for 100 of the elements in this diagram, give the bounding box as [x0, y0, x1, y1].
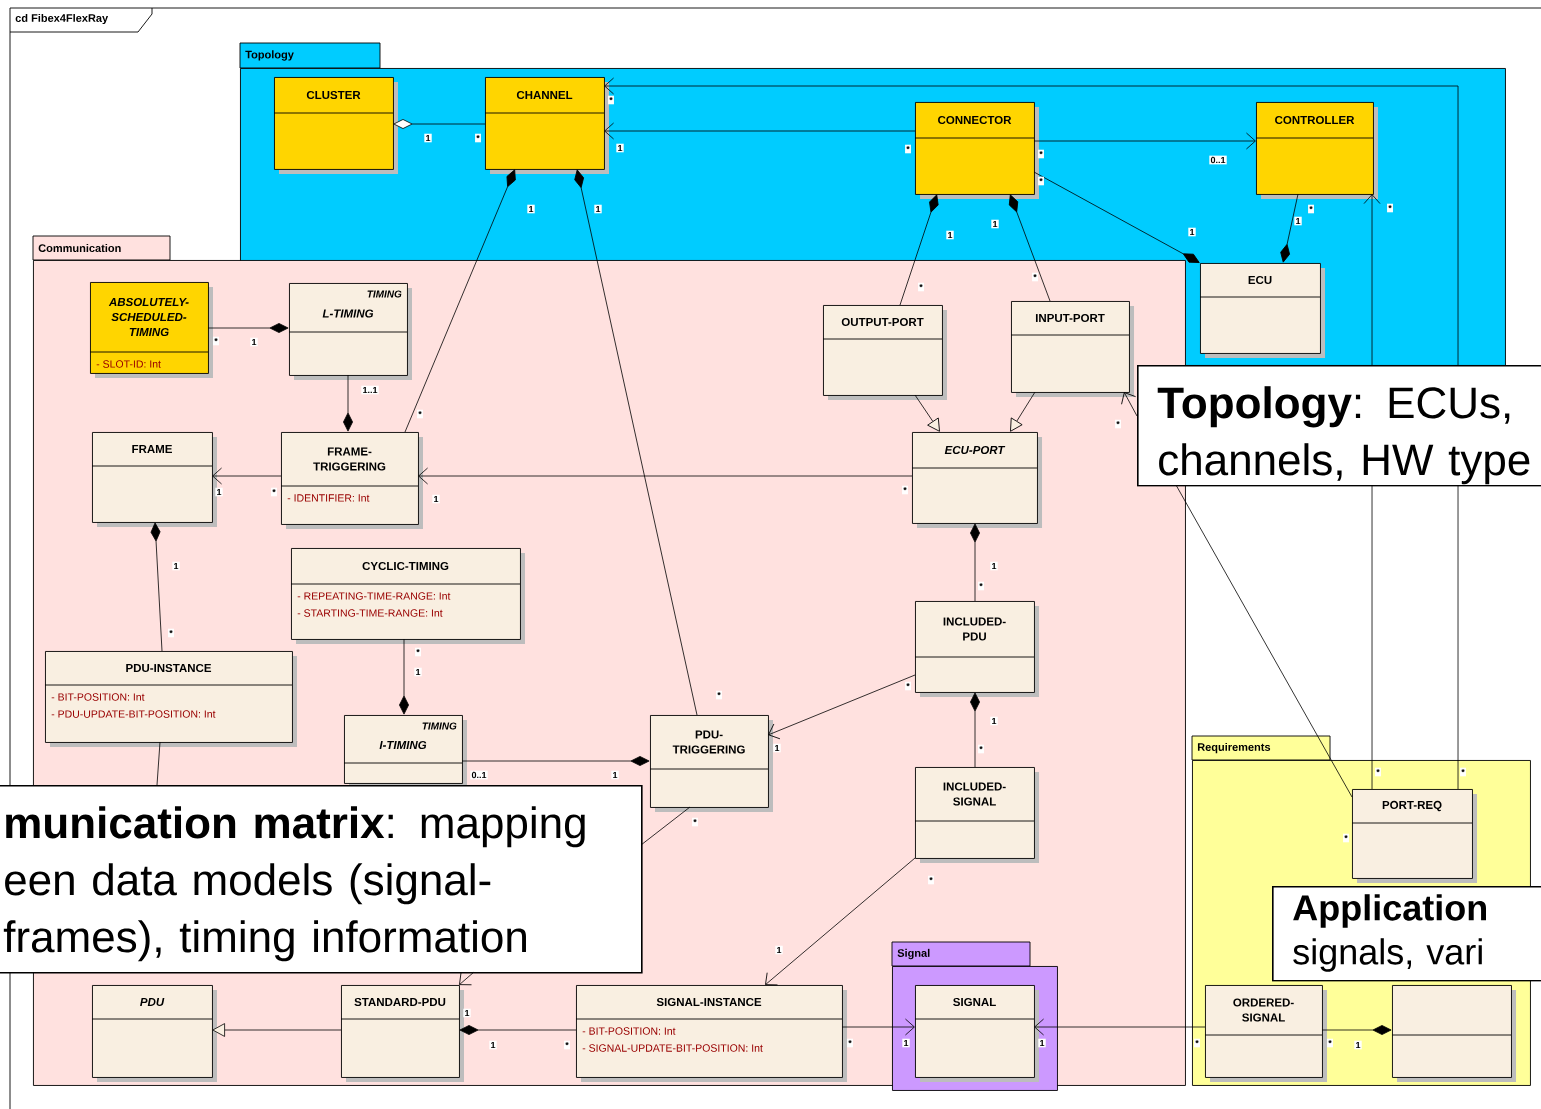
class-box: CONTROLLER — [1255, 102, 1378, 199]
class-box: CHANNEL — [484, 77, 609, 174]
multiplicity-label: * — [1343, 833, 1349, 843]
arrow — [459, 971, 475, 986]
composition-line — [343, 374, 353, 432]
multiplicity-label: * — [716, 690, 722, 700]
class-box: FRAME — [91, 432, 217, 527]
arrow — [841, 1018, 915, 1036]
node-label: Topology — [245, 50, 294, 61]
class-box: SIGNAL-INSTANCE - BIT-POSITION: Int - SIGNAL-UPDATE-BIT-POSITION: Int — [575, 985, 847, 1082]
class-box: PDU- TRIGGERING — [649, 715, 773, 812]
class-box: ORDERED- SIGNAL — [1204, 985, 1327, 1082]
arrow — [1033, 132, 1256, 150]
class-box: OUTPUT-PORT — [822, 305, 947, 400]
arrow — [604, 77, 1459, 366]
multiplicity-label: 1 — [616, 143, 624, 153]
multiplicity-label: * — [1032, 272, 1038, 282]
multiplicity-label: 1 — [902, 1038, 910, 1048]
callout-box: Application signals, vari — [1272, 886, 1541, 982]
arrow — [1034, 1018, 1206, 1036]
multiplicity-label: 1 — [990, 561, 998, 571]
class-box: TIMING I-TIMING — [343, 715, 467, 788]
multiplicity-label: 1 — [775, 945, 783, 955]
composition-line — [970, 692, 980, 768]
class-box: INPUT-PORT — [1010, 301, 1134, 397]
callout-box: munication matrix: mapping een data models (signal- frames), timing information — [0, 785, 643, 974]
multiplicity-label: * — [978, 744, 984, 754]
multiplicity-label: * — [918, 282, 924, 292]
class-box: ECU-PORT — [911, 432, 1042, 528]
multiplicity-label: * — [417, 409, 423, 419]
class-box: INCLUDED- PDU — [914, 601, 1039, 697]
multiplicity-label: * — [978, 581, 984, 591]
node-label: Requirements — [1197, 742, 1271, 754]
arrow — [212, 467, 282, 485]
composition-line — [1321, 1025, 1392, 1035]
multiplicity-label: * — [1308, 204, 1314, 214]
multiplicity-label: 0..1 — [470, 770, 488, 780]
arrow — [768, 674, 916, 740]
composition-line — [399, 638, 409, 715]
multiplicity-label: 1 — [172, 561, 180, 571]
composition-line — [899, 194, 939, 306]
multiplicity-label: 0..1 — [1209, 155, 1227, 165]
class-box: CONNECTOR — [914, 102, 1039, 199]
multiplicity-label: 1 — [946, 230, 954, 240]
multiplicity-label: * — [475, 133, 481, 143]
node-label: Signal — [897, 948, 930, 960]
generalization-arrow — [914, 394, 940, 432]
generalization-arrow — [1010, 391, 1036, 432]
class-box: CLUSTER — [273, 77, 398, 174]
composition-line — [1033, 171, 1200, 263]
class-box: SIGNAL — [914, 985, 1039, 1082]
multiplicity-label: 1 — [527, 204, 535, 214]
generalization-arrow — [212, 1023, 342, 1037]
multiplicity-label: * — [692, 817, 698, 827]
composition-line — [574, 169, 698, 716]
multiplicity-label: * — [1387, 203, 1393, 213]
multiplicity-label: 1 — [414, 667, 422, 677]
composition-line — [459, 1025, 577, 1035]
multiplicity-label: * — [213, 336, 219, 346]
class-box: ECU — [1199, 263, 1325, 358]
multiplicity-label: 1 — [432, 494, 440, 504]
multiplicity-label: * — [1038, 176, 1044, 186]
multiplicity-label: 1 — [250, 337, 258, 347]
multiplicity-label: * — [1327, 1038, 1333, 1048]
composition-line — [150, 522, 163, 652]
multiplicity-label: * — [1115, 419, 1121, 429]
line — [156, 741, 161, 786]
multiplicity-label: * — [1375, 767, 1381, 777]
multiplicity-label: 1 — [594, 204, 602, 214]
arrow — [418, 467, 913, 485]
class-box: INCLUDED- SIGNAL — [914, 767, 1039, 863]
class-box: PDU — [91, 985, 217, 1082]
arrow — [765, 857, 916, 986]
multiplicity-label: * — [928, 875, 934, 885]
multiplicity-label: 1 — [990, 716, 998, 726]
multiplicity-label: 1 — [1294, 216, 1302, 226]
multiplicity-label: * — [168, 628, 174, 638]
composition-line — [404, 169, 516, 433]
composition-line — [1008, 194, 1051, 302]
arrow — [1121, 392, 1138, 417]
multiplicity-label: * — [608, 95, 614, 105]
class-box: ABSOLUTELY- SCHEDULED- TIMING - SLOT-ID: Int — [89, 282, 213, 378]
multiplicity-label: * — [1460, 767, 1466, 777]
node-label: Communication — [38, 243, 121, 253]
class-box: CYCLIC-TIMING - REPEATING-TIME-RANGE: Int - STARTING-TIME-RANGE: Int — [290, 548, 525, 644]
multiplicity-label: * — [1038, 149, 1044, 159]
composition-line — [970, 523, 980, 602]
aggregation-line — [393, 119, 486, 129]
multiplicity-label: * — [271, 487, 277, 497]
class-box: TIMING L-TIMING — [288, 283, 412, 380]
class-box: FRAME- TRIGGERING - IDENTIFIER: Int — [280, 432, 423, 529]
class-box: PORT-REQ — [1351, 789, 1477, 883]
multiplicity-label: * — [902, 485, 908, 495]
callout-box: Topology: ECUs, channels, HW type — [1137, 365, 1541, 487]
line — [1457, 484, 1459, 790]
multiplicity-label: * — [415, 647, 421, 657]
composition-line — [1280, 193, 1299, 263]
multiplicity-label: 1 — [991, 219, 999, 229]
multiplicity-label: 1 — [1188, 227, 1196, 237]
class-box: PDU-INSTANCE - BIT-POSITION: Int - PDU-UPDATE-BIT-POSITION: Int — [44, 651, 297, 747]
